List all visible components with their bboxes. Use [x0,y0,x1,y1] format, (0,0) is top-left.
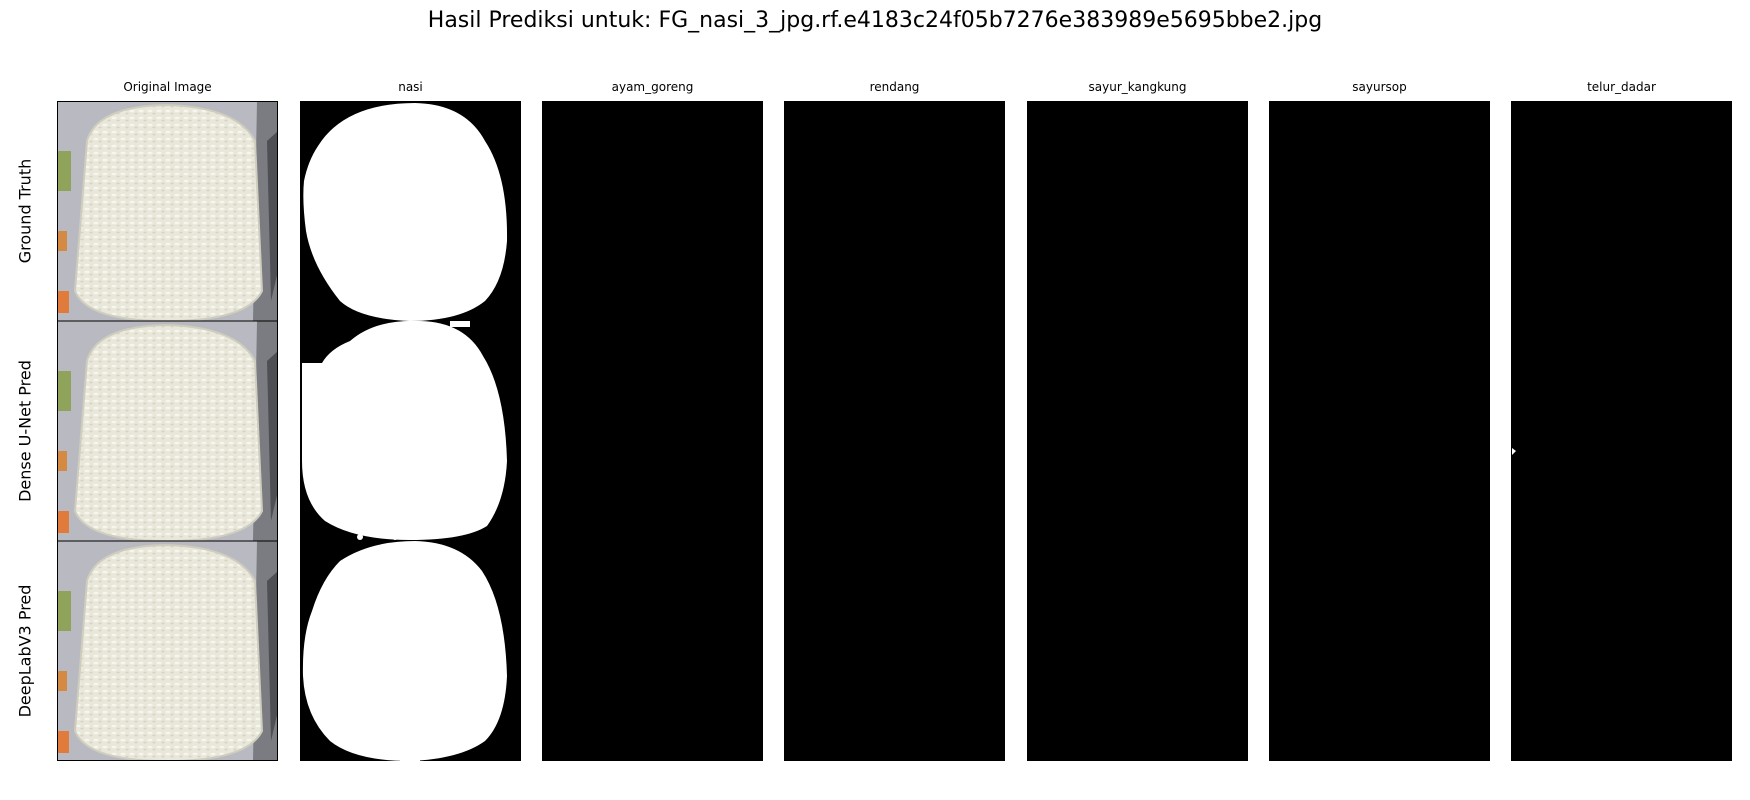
figure-title: Hasil Prediksi untuk: FG_nasi_3_jpg.rf.e… [427,8,1323,33]
mask-column-nasi [300,101,521,761]
original-image-ground-truth [57,101,278,322]
column-title-rendang: rendang [869,80,920,94]
column-title-telur-dadar: telur_dadar [1587,80,1656,94]
column-title-original-image: Original Image [123,80,212,94]
mask-column-telur-dadar [1511,101,1732,761]
mask-telur-dadar-speck [1512,448,1516,455]
column-title-sayursop: sayursop [1352,80,1407,94]
mask-column-ayam-goreng [542,101,763,761]
mask-nasi-dense-unet [302,320,507,540]
mask-nasi-deeplabv3 [302,541,507,761]
original-image-dense-unet [57,320,278,542]
original-image-column [57,101,278,761]
original-image-deeplabv3 [57,540,278,761]
column-title-nasi: nasi [398,80,423,94]
mask-column-sayur-kangkung [1027,101,1248,761]
column-title-ayam-goreng: ayam_goreng [611,80,694,94]
column-title-sayur-kangkung: sayur_kangkung [1088,80,1187,94]
mask-column-rendang [784,101,1005,761]
mask-nasi-ground-truth [303,103,508,321]
mask-column-sayursop [1269,101,1490,761]
